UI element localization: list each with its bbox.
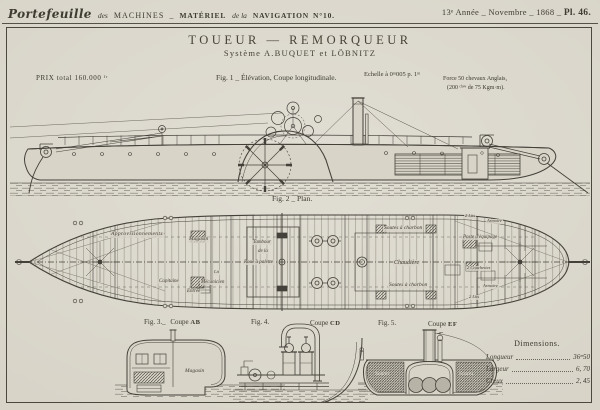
engine-cylinders xyxy=(281,336,314,376)
fig5-label-right: Soutes xyxy=(459,371,474,377)
issue-info: 13ᵉ Année _ Novembre _ 1868 _ Pl. 46. xyxy=(442,7,591,18)
funnel xyxy=(314,97,459,150)
steam-pipe xyxy=(279,323,322,382)
funnel-section xyxy=(422,329,444,362)
plan-label: 2 Lits xyxy=(468,294,481,300)
dimension-row: Creux 2, 45 xyxy=(486,377,590,385)
plan-label: Lit xyxy=(213,269,221,275)
dimension-value: 6, 70 xyxy=(576,365,590,373)
fig4-number: Fig. 4. xyxy=(251,318,270,326)
plan-label: Tambour xyxy=(252,240,272,245)
paddle-box-arc xyxy=(324,337,363,403)
fig4-coupe: Coupe CD xyxy=(310,320,340,328)
fig3-label: Magasin xyxy=(184,368,206,375)
journal-separator: _ xyxy=(169,11,175,20)
dimension-row: Largeur 6, 70 xyxy=(486,365,590,373)
plan-label: 2 Lits xyxy=(464,213,477,219)
dimension-row: Longueur 36ᵐ50 xyxy=(486,353,590,361)
power-note-line2: (200 ᶜʰᵉᵛ de 75 Kgm·m). xyxy=(447,85,505,91)
fig5-section-drawing xyxy=(358,329,503,396)
gear-train xyxy=(265,101,322,145)
plate-frame xyxy=(6,27,592,403)
header-rule xyxy=(2,23,598,24)
scale-note: Echelle à 0ᵐ005 p. 1ᵐ xyxy=(364,71,421,78)
furnaces xyxy=(408,377,451,393)
fig2-plan-drawing xyxy=(15,213,590,311)
fig3-number: Fig. 3._ xyxy=(144,318,166,326)
dimensions-title: Dimensions. xyxy=(514,339,560,348)
journal-des: des xyxy=(97,11,108,20)
journal-navigation: NAVIGATION xyxy=(252,11,309,20)
plan-label: Magasin xyxy=(188,236,210,243)
dimension-label: Creux xyxy=(486,377,503,385)
fig3-caption: Fig. 3._ Coupe AB xyxy=(144,319,200,327)
journal-title-script: Portefeuille xyxy=(8,7,92,21)
plan-label: Poste d'équipage xyxy=(462,235,499,240)
fig3-letters: AB xyxy=(190,319,201,326)
plan-label: de la xyxy=(257,249,269,254)
dimension-value: 2, 45 xyxy=(576,377,590,385)
fig3-section-drawing xyxy=(115,329,285,397)
dimension-label: Longueur xyxy=(486,353,514,361)
stern-sheave xyxy=(479,134,589,194)
fig1-elevation-drawing xyxy=(9,97,590,196)
fig4-letters: CD xyxy=(330,320,341,327)
fig4-coupe-word: Coupe xyxy=(310,319,329,327)
bow-sheave xyxy=(28,143,53,194)
journal-masthead: Portefeuille des MACHINES _ MATÉRIEL de … xyxy=(8,5,335,23)
fig1-caption: Fig. 1 _ Élévation, Coupe longitudinale. xyxy=(216,73,337,82)
plan-label: Soutes à charbon xyxy=(383,225,424,232)
price-note: PRIX total 160.000 ᶠʳ xyxy=(36,74,108,82)
fig2-caption: Fig. 2 _ Plan. xyxy=(272,194,313,203)
plan-label: Entrée xyxy=(186,289,202,294)
plate-number: Pl. 46. xyxy=(563,8,591,18)
plan-label: Soutes à charbon xyxy=(388,282,429,289)
power-note-line1: Force 50 chevaux Anglais, xyxy=(443,76,507,82)
plan-label: Roue à palette xyxy=(243,260,274,265)
chain-winch xyxy=(309,235,341,289)
dimension-label: Largeur xyxy=(486,365,509,373)
plan-label: Approvisionnements xyxy=(110,231,164,238)
paddle-shaft xyxy=(246,213,300,311)
plate-subtitle: Système A.BUQUET et LÖBNITZ xyxy=(223,48,377,58)
paddle-wheel xyxy=(238,138,292,192)
dotted-leader xyxy=(511,371,573,372)
plan-label: Capitaine xyxy=(158,279,180,284)
journal-materiel: MATÉRIEL xyxy=(179,11,227,20)
dotted-leader xyxy=(516,359,571,360)
plan-label: Mécanicien xyxy=(200,280,226,285)
dimension-value: 36ᵐ50 xyxy=(573,353,590,361)
issue-date: 13ᵉ Année _ Novembre _ 1868 _ xyxy=(441,7,562,17)
fig5-letters: EF xyxy=(448,321,458,328)
coal-bunker-right xyxy=(455,361,494,393)
dotted-leader xyxy=(505,383,573,384)
fig4-section-drawing xyxy=(233,323,368,403)
plan-label: Armoire xyxy=(486,218,503,224)
plan-label: Chaudière xyxy=(393,260,421,266)
engine-skylight xyxy=(394,153,521,176)
fig5-label-left: Soutes xyxy=(375,371,390,377)
fig5-coupe-word: Coupe xyxy=(428,320,447,328)
fig5-coupe: Coupe EF xyxy=(428,321,457,329)
fig5-number: Fig. 5. xyxy=(378,319,397,327)
stern-deckhouse xyxy=(460,147,490,180)
journal-number: N°10. xyxy=(313,11,335,20)
coal-bunker-left xyxy=(366,361,405,393)
plan-label: Armoire xyxy=(482,283,499,289)
plan-label: 2 Couchettes xyxy=(466,265,492,271)
fig3-coupe: Coupe xyxy=(170,318,189,326)
journal-dela: de la xyxy=(232,11,247,20)
journal-machines: MACHINES xyxy=(113,11,165,20)
plate-title: TOUEUR — REMORQUEUR xyxy=(188,33,412,47)
